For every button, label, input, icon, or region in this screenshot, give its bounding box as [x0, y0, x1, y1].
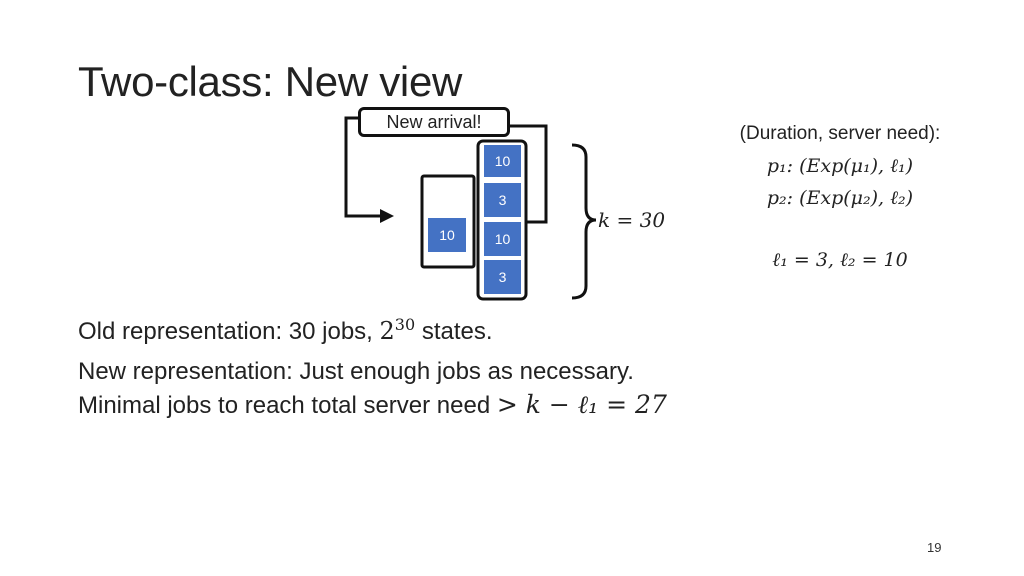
- k-value-label: k = 30: [598, 208, 666, 232]
- old-suffix: states.: [415, 318, 493, 345]
- new-arrival-label: New arrival!: [358, 107, 510, 137]
- queue-job-4: 3: [484, 260, 521, 294]
- distribution-legend: (Duration, server need): p₁: (Exp(μ₁), ℓ…: [700, 118, 980, 276]
- slide-title: Two-class: New view: [78, 58, 463, 105]
- queue-job-2: 3: [484, 183, 521, 217]
- page-number: 19: [927, 540, 942, 555]
- arrival-arrow-line: [344, 116, 382, 218]
- minimal-math: > k − ℓ₁ = 27: [496, 390, 667, 419]
- queue-outline: [476, 139, 528, 301]
- server-job-box: 10: [428, 218, 466, 252]
- old-representation-line: Old representation: 30 jobs, 230 states.: [78, 315, 493, 346]
- k-brace: [571, 143, 597, 300]
- new-representation-line: New representation: Just enough jobs as …: [78, 358, 634, 385]
- minimal-jobs-line: Minimal jobs to reach total server need …: [78, 390, 667, 420]
- minimal-prefix: Minimal jobs to reach total server need: [78, 392, 497, 419]
- queue-job-1: 10: [484, 145, 521, 177]
- legend-p2: p₂: (Exp(μ₂), ℓ₂): [766, 187, 914, 209]
- legend-p1: p₁: (Exp(μ₁), ℓ₁): [766, 155, 914, 177]
- legend-l-values: ℓ₁ = 3, ℓ₂ = 10: [772, 249, 908, 271]
- old-base: 2: [379, 317, 395, 345]
- server-box: [420, 174, 476, 269]
- old-exponent: 30: [394, 315, 416, 334]
- arrival-arrowhead: [380, 209, 394, 223]
- old-prefix: Old representation: 30 jobs,: [78, 318, 380, 345]
- arrival-to-queue-line: [510, 124, 548, 224]
- queue-job-3: 10: [484, 222, 521, 256]
- legend-heading: (Duration, server need):: [739, 123, 941, 144]
